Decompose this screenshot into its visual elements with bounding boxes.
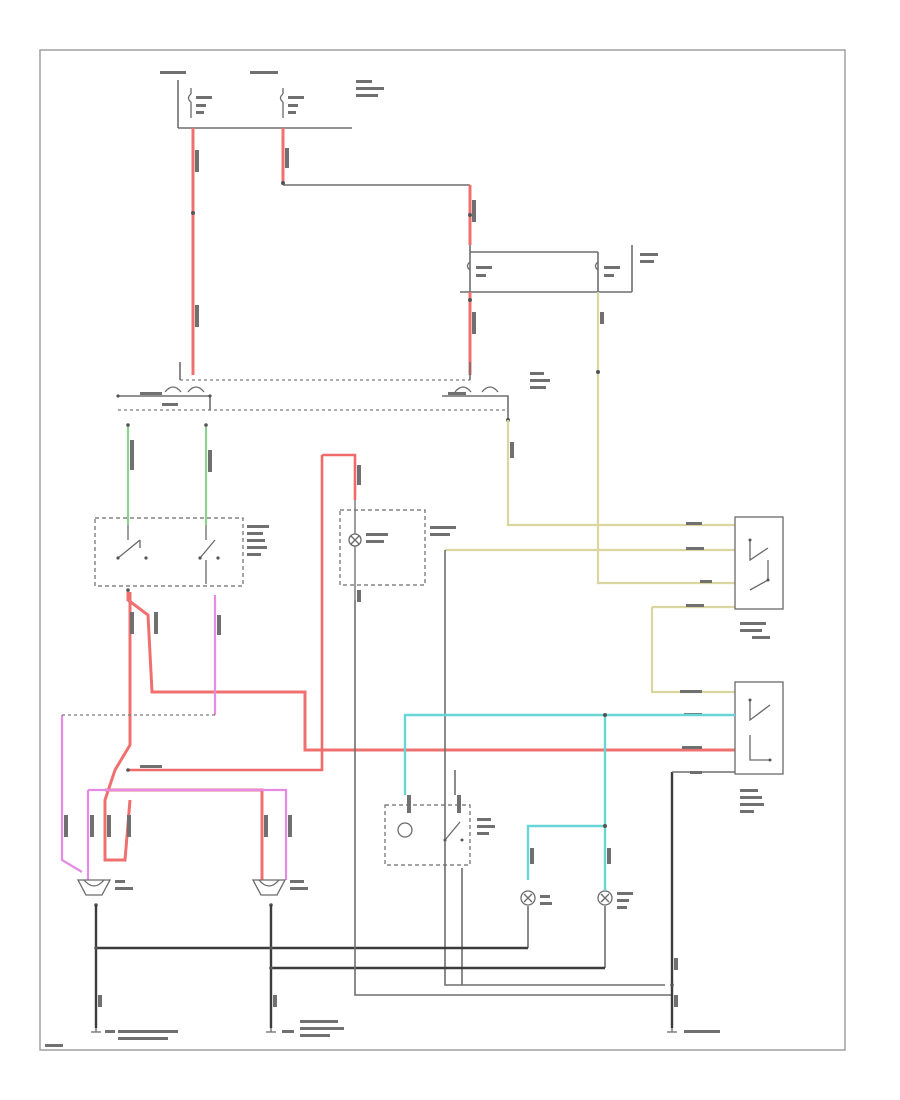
fuse-icon [279,88,304,118]
warning-lamp [339,500,456,600]
switch-contact-icon [748,698,772,762]
ground-icon [266,1028,276,1033]
red-wire-switch-feed [128,455,324,772]
gray-wire-lamp-return [444,550,665,986]
fog-lamp-left [520,890,552,948]
headlight-relay-upper [686,516,784,639]
headlamp-left [76,879,133,907]
wire-code-tags [64,148,678,1007]
lamp-icon [520,890,536,906]
headlamp-right [251,879,308,907]
dimmer-switch-assembly [116,362,550,422]
switch-contact-icon [443,821,464,842]
cyan-wire-left-lamp [526,824,605,880]
headlight-relay-lower [680,681,784,813]
lamp-icon [397,822,413,838]
yellow-wire-fuse-to-relay [596,292,735,585]
lamp-icon [597,890,613,906]
ground-icon [667,1028,677,1033]
magenta-wire-left-outer [60,715,83,873]
red-wire-warning-lamp [322,453,357,500]
red-wire-high-beam [126,590,735,752]
fuse-icon [187,88,212,118]
cyan-wire-top [403,713,735,795]
switch-contact-icon [116,539,220,560]
fuse-icon [594,261,620,277]
gray-wire-warning-ground [354,600,672,996]
red-wire-low-beam-left [103,592,132,862]
switch-contact-icon [748,538,770,591]
yellow-wire-upper [506,420,735,527]
magenta-wire-low-beam [86,788,288,880]
diagram-frame [39,49,846,1051]
ground-icon [91,1028,101,1033]
fuse-block-2 [460,245,658,293]
fuse-relay-center [160,71,384,129]
fuse-icon [466,261,492,277]
yellow-wire-relay-link [650,605,735,694]
lamp-icon [348,533,362,547]
fog-lamp-right [597,890,633,968]
headlight-switch [94,517,269,587]
fog-light-switch [384,770,495,985]
